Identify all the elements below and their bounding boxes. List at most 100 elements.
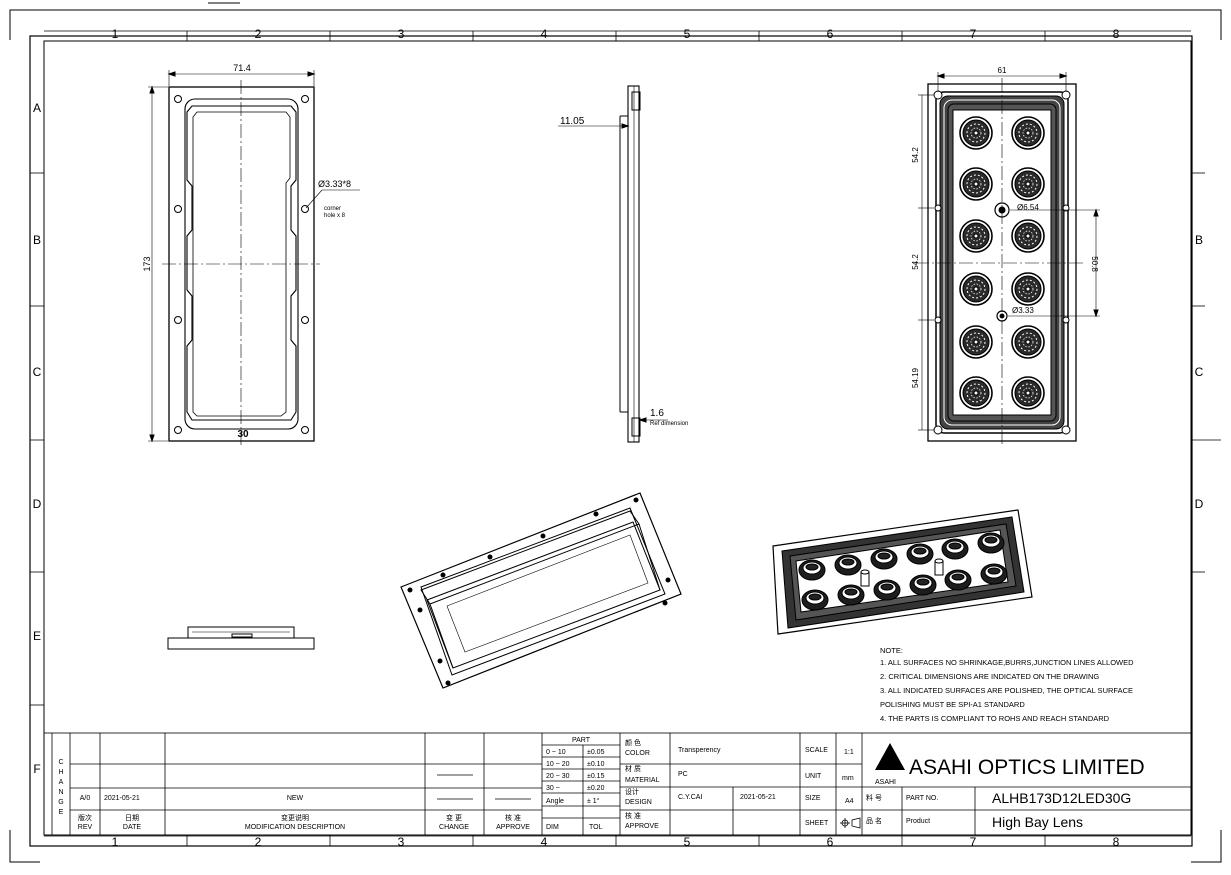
revision-row: A/0 2021-05-21 NEW xyxy=(80,774,531,802)
svg-text:PC: PC xyxy=(678,771,688,778)
svg-text:C.Y.CAI: C.Y.CAI xyxy=(678,794,702,801)
svg-text:设计: 设计 xyxy=(625,787,639,796)
svg-text:A: A xyxy=(33,101,41,115)
svg-text:H: H xyxy=(58,769,63,776)
svg-text:±0.05: ±0.05 xyxy=(587,749,605,756)
svg-text:DESIGN: DESIGN xyxy=(625,799,652,806)
column-labels-bottom: 1 2 3 4 5 6 7 8 xyxy=(112,835,1120,849)
svg-text:Ø3.33: Ø3.33 xyxy=(1012,306,1034,315)
svg-text:173: 173 xyxy=(142,256,152,271)
svg-text:2021-05-21: 2021-05-21 xyxy=(740,794,776,801)
svg-text:CHANGE: CHANGE xyxy=(439,824,469,831)
svg-text:54.19: 54.19 xyxy=(911,367,920,388)
svg-text:Product: Product xyxy=(906,818,930,825)
svg-text:A: A xyxy=(59,779,64,786)
side-view-dims: 11.05 1.6 Ref dimension xyxy=(560,116,688,427)
svg-text:E: E xyxy=(59,809,64,816)
svg-text:SIZE: SIZE xyxy=(805,795,821,802)
company-logo: ASAHI xyxy=(875,743,905,786)
svg-text:hole x 8: hole x 8 xyxy=(324,213,346,219)
svg-text:核 准: 核 准 xyxy=(505,813,521,822)
trim-marks xyxy=(9,2,1222,863)
svg-text:7: 7 xyxy=(970,27,977,41)
svg-text:DATE: DATE xyxy=(123,824,141,831)
svg-text:3: 3 xyxy=(398,835,405,849)
svg-text:F: F xyxy=(33,762,40,776)
bottom-profile-view xyxy=(167,626,315,650)
material-block: 颜 色 COLOR Transperency 材 质 MATERIAL PC 设… xyxy=(625,738,776,830)
svg-text:7: 7 xyxy=(970,835,977,849)
svg-text:6: 6 xyxy=(827,27,834,41)
svg-text:C: C xyxy=(1195,365,1204,379)
svg-text:54.2: 54.2 xyxy=(911,254,920,270)
svg-text:N: N xyxy=(58,789,63,796)
company-name: ASAHI OPTICS LIMITED xyxy=(909,756,1145,779)
svg-text:4: 4 xyxy=(541,835,548,849)
iso-view-back xyxy=(772,509,1033,635)
svg-text:1.6: 1.6 xyxy=(650,408,664,419)
column-labels-top: 1 2 3 4 5 6 7 8 xyxy=(112,27,1120,41)
title-block-grid xyxy=(43,732,1192,836)
revision-headers: 版次 REV 日期 DATE 变更说明 MODIFICATION DESCRIP… xyxy=(78,813,530,831)
svg-text:±0.20: ±0.20 xyxy=(587,785,605,792)
svg-text:8: 8 xyxy=(1113,835,1120,849)
svg-text:±0.15: ±0.15 xyxy=(587,773,605,780)
svg-text:6: 6 xyxy=(827,835,834,849)
svg-text:corner: corner xyxy=(324,206,341,212)
svg-text:E: E xyxy=(33,629,41,643)
svg-text:mm: mm xyxy=(842,775,854,782)
change-vertical-label: C H A N G E xyxy=(58,759,63,816)
svg-text:DIM: DIM xyxy=(546,824,559,831)
svg-text:71.4: 71.4 xyxy=(233,63,251,73)
projection-symbol-icon xyxy=(840,817,861,829)
front-view-dims: 71.4 173 Ø3.33*8 corner hole x 8 30 xyxy=(142,63,351,440)
svg-text:54.2: 54.2 xyxy=(911,147,920,163)
svg-text:D: D xyxy=(33,497,42,511)
svg-text:颜 色: 颜 色 xyxy=(625,738,641,747)
svg-text:TOL: TOL xyxy=(589,824,603,831)
svg-text:0 ~ 10: 0 ~ 10 xyxy=(546,749,566,756)
svg-text:SHEET: SHEET xyxy=(805,820,829,827)
back-view-dims: 61 54.2 54.2 54.19 Ø6.54 Ø3.33 50.8 xyxy=(911,66,1099,388)
svg-text:APPROVE: APPROVE xyxy=(625,823,659,830)
svg-text:APPROVE: APPROVE xyxy=(496,824,530,831)
scale-block: SCALE 1:1 UNIT mm SIZE A4 SHEET xyxy=(805,747,854,827)
svg-text:10 ~ 20: 10 ~ 20 xyxy=(546,761,570,768)
row-labels-right: B C D xyxy=(1195,233,1204,511)
svg-text:± 1°: ± 1° xyxy=(587,797,600,805)
svg-text:1:1: 1:1 xyxy=(844,749,854,756)
svg-text:品 名: 品 名 xyxy=(866,816,882,825)
svg-text:日期: 日期 xyxy=(125,814,139,822)
svg-text:2: 2 xyxy=(255,27,262,41)
svg-text:B: B xyxy=(1195,233,1203,247)
part-info: 料 号 PART NO. 品 名 Product ALHB173D12LED30… xyxy=(866,790,1131,830)
svg-text:NOTE:: NOTE: xyxy=(880,646,903,655)
svg-text:COLOR: COLOR xyxy=(625,750,650,757)
svg-text:61: 61 xyxy=(998,66,1007,75)
svg-text:2: 2 xyxy=(255,835,262,849)
svg-text:3. ALL INDICATED SURFACES ARE: 3. ALL INDICATED SURFACES ARE POLISHED, … xyxy=(880,686,1133,695)
svg-text:11.05: 11.05 xyxy=(560,116,585,127)
svg-text:High Bay Lens: High Bay Lens xyxy=(992,814,1083,830)
svg-text:变 更: 变 更 xyxy=(446,813,462,822)
svg-text:Ø3.33*8: Ø3.33*8 xyxy=(318,179,351,189)
front-view xyxy=(148,70,360,445)
svg-text:MODIFICATION DESCRIPTION: MODIFICATION DESCRIPTION xyxy=(245,824,345,831)
svg-text:5: 5 xyxy=(684,835,691,849)
svg-text:版次: 版次 xyxy=(78,813,92,822)
notes: NOTE: 1. ALL SURFACES NO SHRINKAGE,BURRS… xyxy=(880,646,1134,723)
svg-text:B: B xyxy=(33,233,41,247)
svg-text:C: C xyxy=(58,759,63,766)
svg-text:REV: REV xyxy=(78,824,93,831)
svg-text:PART NO.: PART NO. xyxy=(906,795,938,802)
svg-text:材 质: 材 质 xyxy=(625,764,641,773)
svg-text:±0.10: ±0.10 xyxy=(587,761,605,768)
svg-text:A4: A4 xyxy=(845,798,854,805)
svg-text:核 准: 核 准 xyxy=(625,811,641,820)
svg-text:NEW: NEW xyxy=(287,795,304,802)
svg-text:5: 5 xyxy=(684,27,691,41)
svg-text:MATERIAL: MATERIAL xyxy=(625,777,660,784)
iso-view-front xyxy=(400,492,682,689)
svg-text:1: 1 xyxy=(112,27,119,41)
svg-text:30 ~: 30 ~ xyxy=(546,785,560,792)
